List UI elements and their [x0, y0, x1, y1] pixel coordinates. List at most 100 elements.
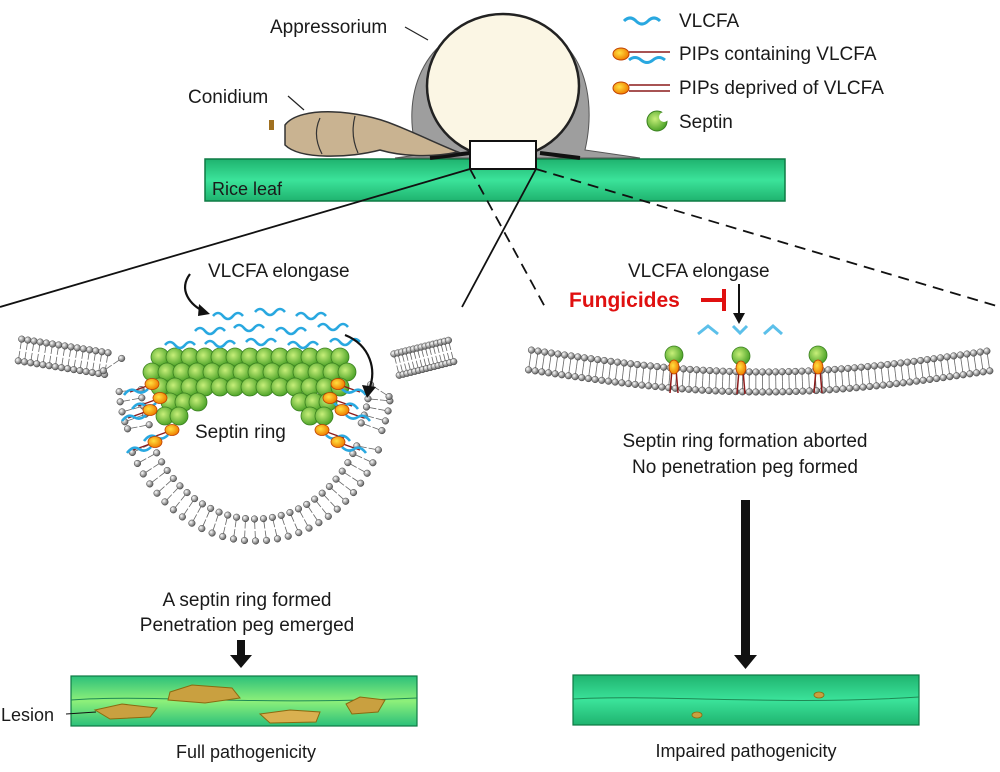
lipid-head [611, 378, 619, 386]
lipid-head [791, 367, 799, 376]
lipid-head [82, 368, 90, 376]
pip-head [142, 404, 158, 416]
lipid-head [30, 337, 38, 345]
pip-head [812, 359, 824, 375]
lipid-head [926, 375, 934, 384]
lipid-head [76, 367, 84, 375]
pip-without-vlcfa [808, 345, 828, 394]
pip-with-vlcfa [330, 436, 368, 454]
lipid-head [338, 467, 346, 475]
lipid-head [363, 469, 371, 477]
left-elongase-label: VLCFA elongase [208, 261, 350, 282]
lipid-head [772, 368, 780, 376]
left-down-arrow [230, 640, 252, 668]
left-membrane [14, 335, 458, 545]
conidium [284, 111, 461, 157]
lipid-head [381, 417, 389, 425]
lipid-head [718, 387, 726, 395]
lipid-head [712, 387, 720, 395]
left-elongase-arrow [184, 273, 206, 313]
lipid-head [538, 368, 546, 376]
conidium-label: Conidium [188, 87, 268, 108]
lipid-head [772, 388, 780, 396]
lipid-head [61, 342, 69, 350]
lipid-head [851, 364, 859, 372]
lipid-head [79, 345, 87, 353]
lipid-head [146, 480, 154, 488]
lipid-head [349, 489, 358, 497]
lipid-head [259, 515, 268, 523]
pip-head [144, 378, 160, 390]
lipid-head [620, 359, 628, 367]
lipid-head [49, 340, 57, 348]
inhibition-symbol [701, 289, 726, 311]
left-vlcfa-cloud [164, 307, 361, 350]
lipid-head [240, 536, 249, 545]
lipid-head [344, 459, 352, 467]
lipid-head [725, 387, 733, 395]
lipid-head [660, 363, 668, 371]
lipid-head [686, 365, 694, 373]
septin-ring-label: Septin ring [195, 422, 286, 443]
pip-without-vlcfa [664, 345, 684, 394]
lipid-head [578, 374, 586, 382]
lipid-head [805, 387, 814, 395]
lipid-head [972, 369, 981, 377]
lipid-head [551, 370, 559, 378]
lesion [167, 684, 241, 704]
pip-with-vlcfa [330, 378, 368, 396]
lipid-head [638, 381, 646, 389]
lipid-head [936, 354, 945, 362]
lipid-head [544, 369, 553, 377]
vlcfa-wave [164, 340, 196, 350]
septin [188, 392, 208, 412]
lipid-head [531, 367, 539, 375]
lipid-head [792, 387, 800, 395]
lipid-head [176, 482, 184, 490]
lipid-head [645, 382, 653, 390]
lipid-head [153, 489, 161, 497]
lipid-head [315, 519, 323, 527]
lipid-head [294, 505, 303, 513]
lipid-head [879, 381, 887, 389]
lipid-head [567, 352, 575, 360]
lipid-head [378, 427, 386, 435]
vlcfa-wave-icon [731, 324, 749, 336]
lipid-head [877, 361, 885, 369]
lipid-head [385, 392, 393, 401]
lipid-head [691, 386, 700, 394]
lipid-head [614, 358, 622, 366]
residual-vlcfa [697, 323, 783, 336]
lipid-head [839, 385, 847, 393]
lipid-head [24, 336, 32, 344]
lipid-head [564, 372, 572, 380]
lipid-head [824, 366, 832, 374]
lipid-head [27, 359, 35, 367]
left-outcome-line2: Penetration peg emerged [140, 615, 354, 636]
legend-label-septin: Septin [679, 112, 733, 133]
lipid-head [233, 513, 241, 521]
lipid-head [444, 336, 452, 344]
lipid-head [866, 382, 874, 391]
vlcfa-wave [254, 307, 286, 317]
left-transport-arrow [344, 333, 374, 393]
lipid-head [778, 368, 786, 376]
lipid-head [251, 537, 260, 545]
lipid-head [913, 377, 921, 385]
right-elongase-label: VLCFA elongase [628, 261, 770, 282]
zoom-box [469, 140, 537, 170]
vlcfa-wave [204, 339, 236, 349]
lipid-head [852, 384, 860, 392]
vlcfa-wave [233, 323, 265, 333]
lipid-head [785, 388, 793, 396]
pip-with-vlcfa [122, 378, 160, 396]
lipid-head [198, 500, 207, 508]
pip-head [668, 359, 680, 375]
lipid-head [930, 355, 938, 363]
lipid-head [116, 398, 124, 406]
lipid-head [558, 371, 566, 379]
lipid-head [524, 366, 533, 374]
lipid-head [241, 514, 250, 523]
lipid-head [115, 388, 123, 396]
lipid-head [752, 388, 760, 396]
